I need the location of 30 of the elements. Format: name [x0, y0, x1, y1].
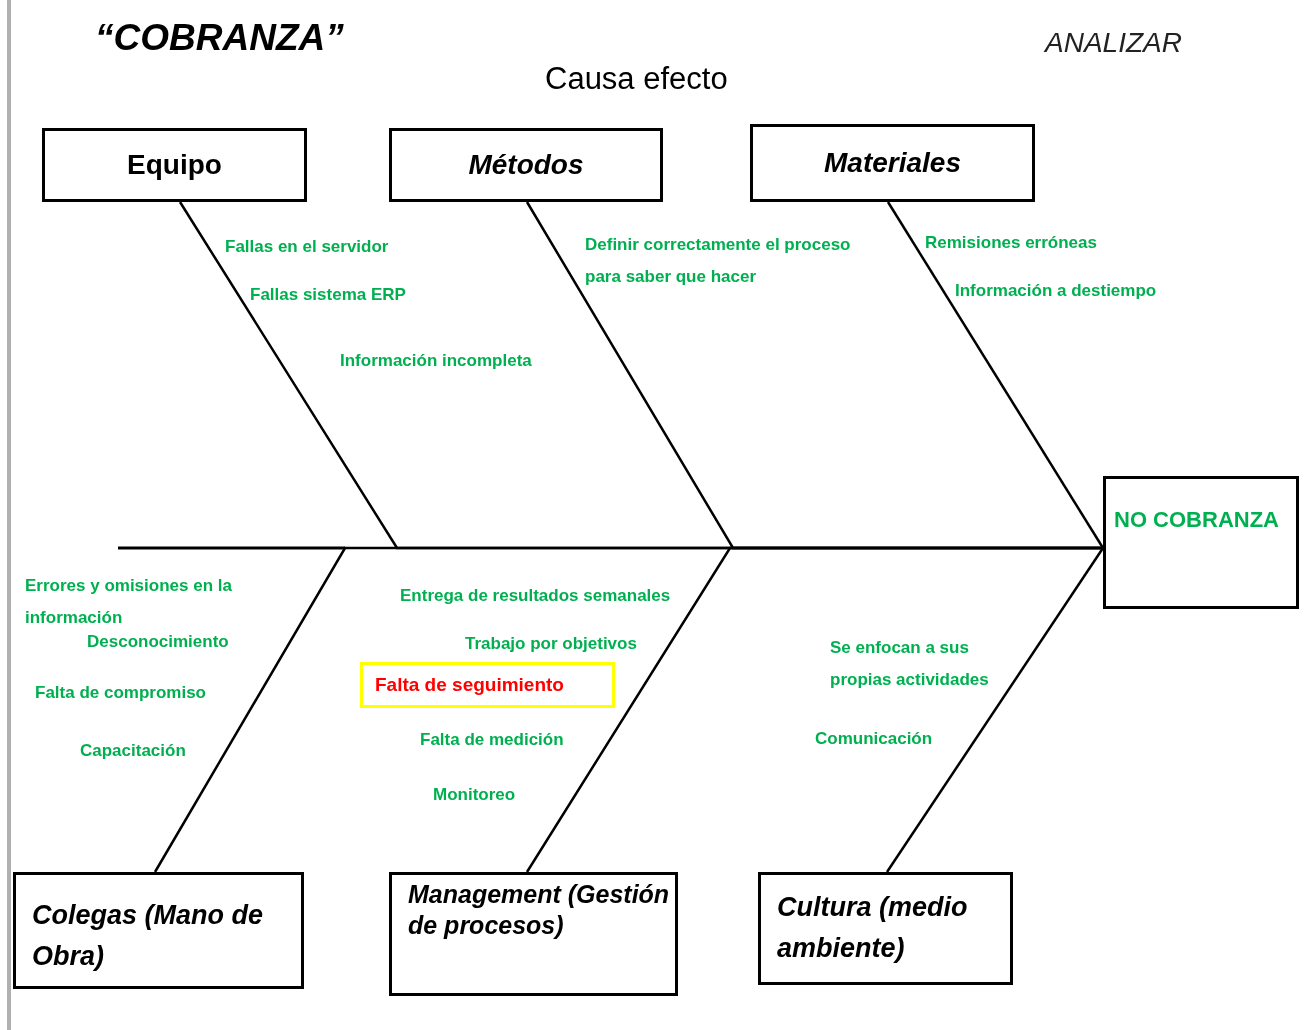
category-box: Management (Gestión de procesos): [389, 872, 678, 996]
cause-label: Fallas en el servidor: [225, 236, 389, 258]
subtitle: Causa efecto: [545, 60, 728, 98]
category-box: Cultura (medio ambiente): [758, 872, 1013, 985]
bone-line: [885, 546, 1105, 873]
stage-label: ANALIZAR: [1045, 26, 1182, 60]
cause-label: Información incompleta: [340, 350, 532, 372]
cause-label: Fallas sistema ERP: [250, 284, 406, 306]
bone-line: [525, 546, 1103, 873]
cause-label: Información a destiempo: [955, 280, 1157, 302]
highlight-box: Falta de seguimiento: [360, 662, 615, 708]
cause-label: Monitoreo: [433, 784, 516, 806]
category-box: Colegas (Mano de Obra): [13, 872, 304, 989]
category-box: Materiales: [750, 124, 1035, 202]
cause-label: Capacitación: [80, 740, 186, 762]
category-box: Equipo: [42, 128, 307, 202]
bone-line: [886, 201, 1105, 550]
cause-label: Comunicación: [815, 728, 933, 750]
cause-label: Falta de medición: [420, 729, 564, 751]
cause-label: Entrega de resultados semanales: [400, 585, 671, 607]
cause-label: Se enfocan a sus propias actividades: [830, 637, 990, 692]
cause-label: Trabajo por objetivos: [465, 633, 637, 655]
title: “COBRANZA”: [95, 16, 344, 60]
cause-label: Definir correctamente el proceso para saber que hacer: [585, 234, 852, 289]
cause-label: Remisiones erróneas: [925, 232, 1097, 254]
category-box: Métodos: [389, 128, 663, 202]
cause-label: Desconocimiento: [87, 631, 229, 653]
effect-box: NO COBRANZA: [1103, 476, 1299, 609]
cause-label: Errores y omisiones en la información: [25, 575, 233, 630]
cause-label: Falta de compromiso: [35, 682, 206, 704]
